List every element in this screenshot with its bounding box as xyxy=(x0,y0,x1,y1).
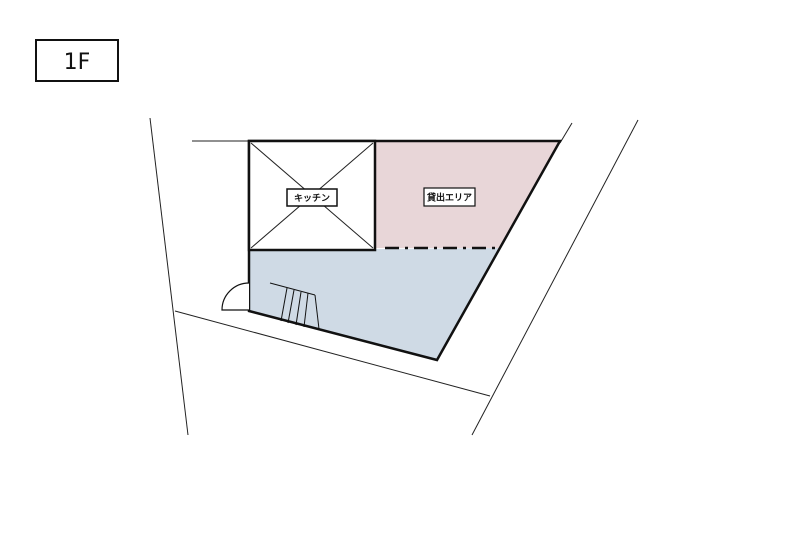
stairs-icon xyxy=(269,282,320,330)
floor-label-box: 1F xyxy=(35,39,119,82)
rental-area-label: 貸出エリア xyxy=(427,192,472,204)
door-icon xyxy=(221,282,250,311)
floor-label: 1F xyxy=(64,50,91,75)
boundary-line-bottom xyxy=(174,310,491,397)
main-area xyxy=(249,248,500,360)
kitchen-label: キッチン xyxy=(294,193,330,204)
rental-label-box xyxy=(423,187,476,207)
kitchen-label-box xyxy=(286,188,338,207)
boundary-line-extension xyxy=(559,122,573,144)
boundary-line-right xyxy=(471,119,639,436)
boundary-line-left xyxy=(149,117,189,436)
kitchen: キッチン xyxy=(247,139,377,252)
